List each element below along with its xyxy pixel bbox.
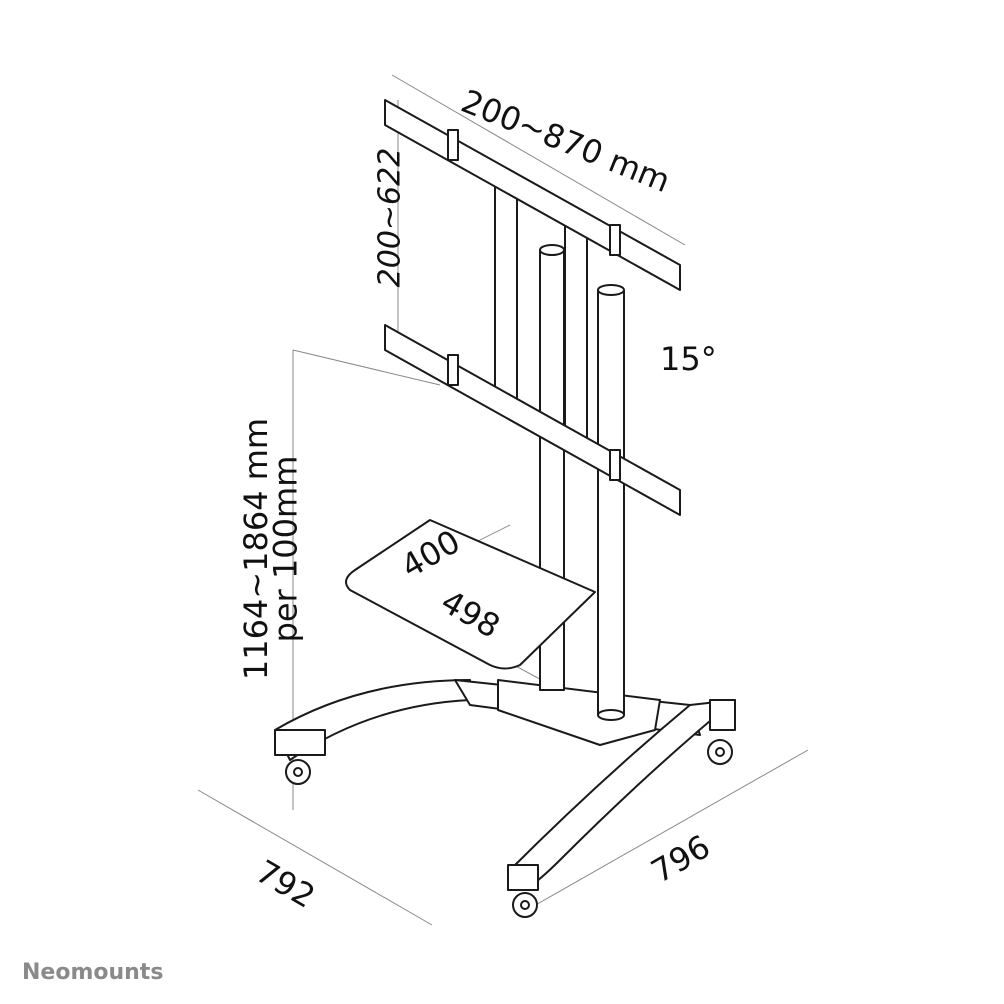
base	[274, 679, 736, 891]
shelf	[345, 519, 596, 670]
casters	[285, 739, 733, 918]
vesa-bracket	[384, 99, 681, 516]
brand-logo: Neomounts	[22, 960, 164, 985]
mount-height-label: 200~622	[372, 147, 408, 288]
height-step-label: per 100mm	[266, 455, 305, 643]
tilt-label: 15°	[660, 340, 717, 378]
